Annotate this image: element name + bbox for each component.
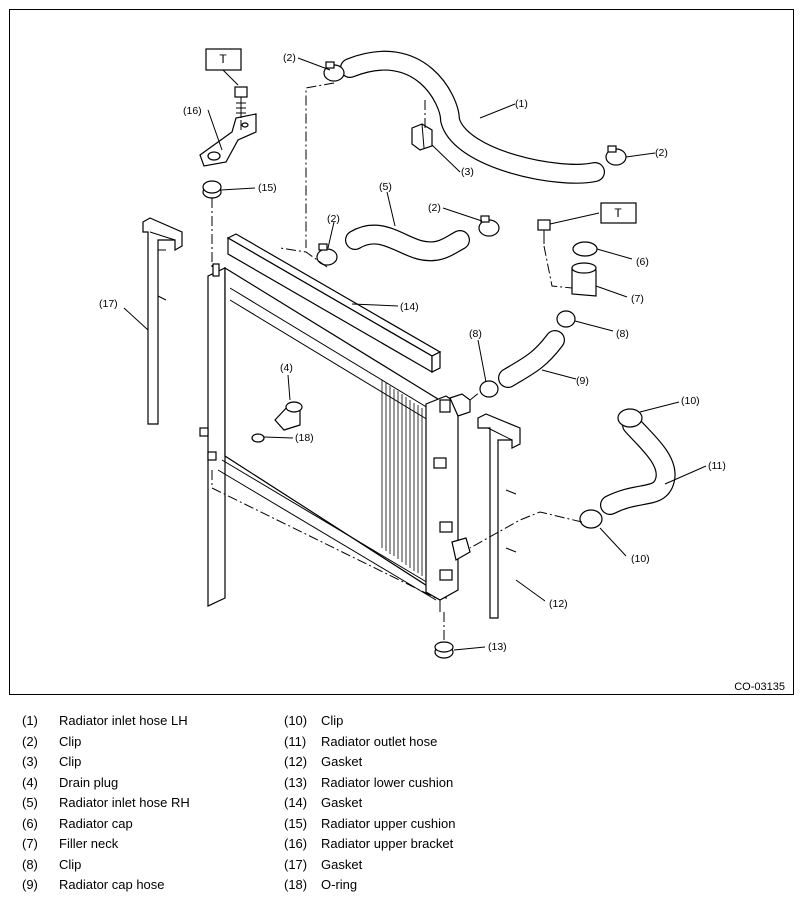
radiator-exploded-diagram: T T (1) (2) (2) (2) (2) (3) (4) (5) (6) … xyxy=(99,48,726,659)
gasket-17 xyxy=(142,217,183,425)
legend-number: (10) xyxy=(284,713,308,728)
bolt-filler xyxy=(537,219,551,244)
legend-number: (2) xyxy=(22,733,38,749)
callout-16: (16) xyxy=(183,105,202,117)
legend-part-name: Clip xyxy=(59,733,82,749)
callout-labels: (1) (2) (2) (2) (2) (3) (4) (5) (6) (7) … xyxy=(99,52,726,653)
radiator-lower-cushion xyxy=(434,641,454,659)
legend-part-name: Radiator upper bracket xyxy=(321,836,454,851)
legend-part-name: Radiator lower cushion xyxy=(321,774,454,790)
clip-8b xyxy=(556,310,576,328)
radiator-inlet-hose-lh xyxy=(340,50,605,184)
clip-2c xyxy=(316,243,338,266)
legend-part-name: Drain plug xyxy=(59,774,119,790)
legend-part-name: Gasket xyxy=(321,795,363,810)
legend-part-name: Gasket xyxy=(321,856,363,872)
legend-number: (11) xyxy=(284,733,307,749)
callout-11: (11) xyxy=(708,460,726,472)
legend-number: (17) xyxy=(284,856,308,872)
radiator-cap xyxy=(572,241,598,257)
callout-12: (12) xyxy=(549,598,568,610)
callout-2d: (2) xyxy=(428,202,441,214)
callout-9: (9) xyxy=(576,375,589,387)
legend-part-name: Radiator cap hose xyxy=(59,877,165,892)
radiator-inlet-hose-rh xyxy=(345,224,470,262)
radiator-core xyxy=(199,263,471,612)
legend-part-name: Radiator outlet hose xyxy=(321,733,438,749)
gasket-14 xyxy=(226,233,442,374)
legend-part-name: O-ring xyxy=(321,877,358,892)
assembly-lines xyxy=(211,82,583,640)
diagram-frame xyxy=(9,9,794,695)
legend-part-name: Gasket xyxy=(321,754,363,769)
clip-3 xyxy=(411,123,433,151)
callout-10a: (10) xyxy=(681,395,700,407)
legend-number: (3) xyxy=(22,754,38,769)
svg-text:T: T xyxy=(614,206,622,220)
legend-number: (6) xyxy=(22,815,38,831)
callout-8b: (8) xyxy=(616,328,629,340)
clip-2a xyxy=(323,61,345,82)
legend-part-name: Filler neck xyxy=(59,836,119,851)
callout-1: (1) xyxy=(515,98,528,110)
legend-part-name: Clip xyxy=(59,856,82,872)
callout-7: (7) xyxy=(631,293,644,305)
callout-17: (17) xyxy=(99,298,118,310)
radiator-upper-cushion xyxy=(202,180,222,199)
filler-neck xyxy=(571,262,597,297)
legend-number: (16) xyxy=(284,836,308,851)
legend-number: (9) xyxy=(22,877,38,892)
callout-2b: (2) xyxy=(655,147,668,159)
callout-3: (3) xyxy=(461,166,474,178)
callout-8a: (8) xyxy=(469,328,482,340)
bolt-upper xyxy=(234,86,248,118)
legend-number: (4) xyxy=(22,774,38,790)
callout-15: (15) xyxy=(258,182,277,194)
diagram-code: CO-03135 xyxy=(734,681,785,693)
legend-part-name: Radiator upper cushion xyxy=(321,815,456,831)
callout-14: (14) xyxy=(400,301,419,313)
leader-lines xyxy=(123,57,707,651)
legend-part-name: Radiator inlet hose RH xyxy=(59,795,190,810)
callout-4: (4) xyxy=(280,362,293,374)
parts-legend: (1) Radiator inlet hose LH (2) Clip (3) Clip (… xyxy=(22,711,542,901)
legend-part-name: Clip xyxy=(59,754,82,769)
legend-number: (14) xyxy=(284,795,308,810)
legend-number: (15) xyxy=(284,815,308,831)
radiator-outlet-hose xyxy=(600,415,676,515)
legend-number: (8) xyxy=(22,856,38,872)
callout-6: (6) xyxy=(636,256,649,268)
o-ring xyxy=(251,433,265,443)
callout-2a: (2) xyxy=(283,52,296,64)
legend-part-name: Clip xyxy=(321,713,344,728)
radiator-cap-hose xyxy=(498,330,565,388)
torque-marker-top: T xyxy=(205,48,242,86)
legend-number: (12) xyxy=(284,754,308,769)
legend-part-name: Radiator inlet hose LH xyxy=(59,713,188,728)
legend-number: (18) xyxy=(284,877,308,892)
drain-plug xyxy=(274,401,303,431)
callout-2c: (2) xyxy=(327,213,340,225)
legend-number: (7) xyxy=(22,836,38,851)
torque-marker-right: T xyxy=(600,202,637,224)
legend-part-name: Radiator cap xyxy=(59,815,133,831)
legend-number: (1) xyxy=(22,713,38,728)
callout-10b: (10) xyxy=(631,553,650,565)
legend-number: (13) xyxy=(284,774,308,790)
callout-5: (5) xyxy=(379,181,392,193)
clip-10a xyxy=(617,408,643,428)
callout-13: (13) xyxy=(488,641,507,653)
clip-8a xyxy=(479,380,499,398)
clip-2b xyxy=(605,145,627,166)
callout-18: (18) xyxy=(295,432,314,444)
clip-2d xyxy=(478,215,500,237)
gasket-12 xyxy=(477,413,521,619)
legend-number: (5) xyxy=(22,795,38,810)
radiator-upper-bracket xyxy=(199,113,257,167)
svg-text:T: T xyxy=(219,52,227,66)
clip-10b xyxy=(579,509,603,529)
